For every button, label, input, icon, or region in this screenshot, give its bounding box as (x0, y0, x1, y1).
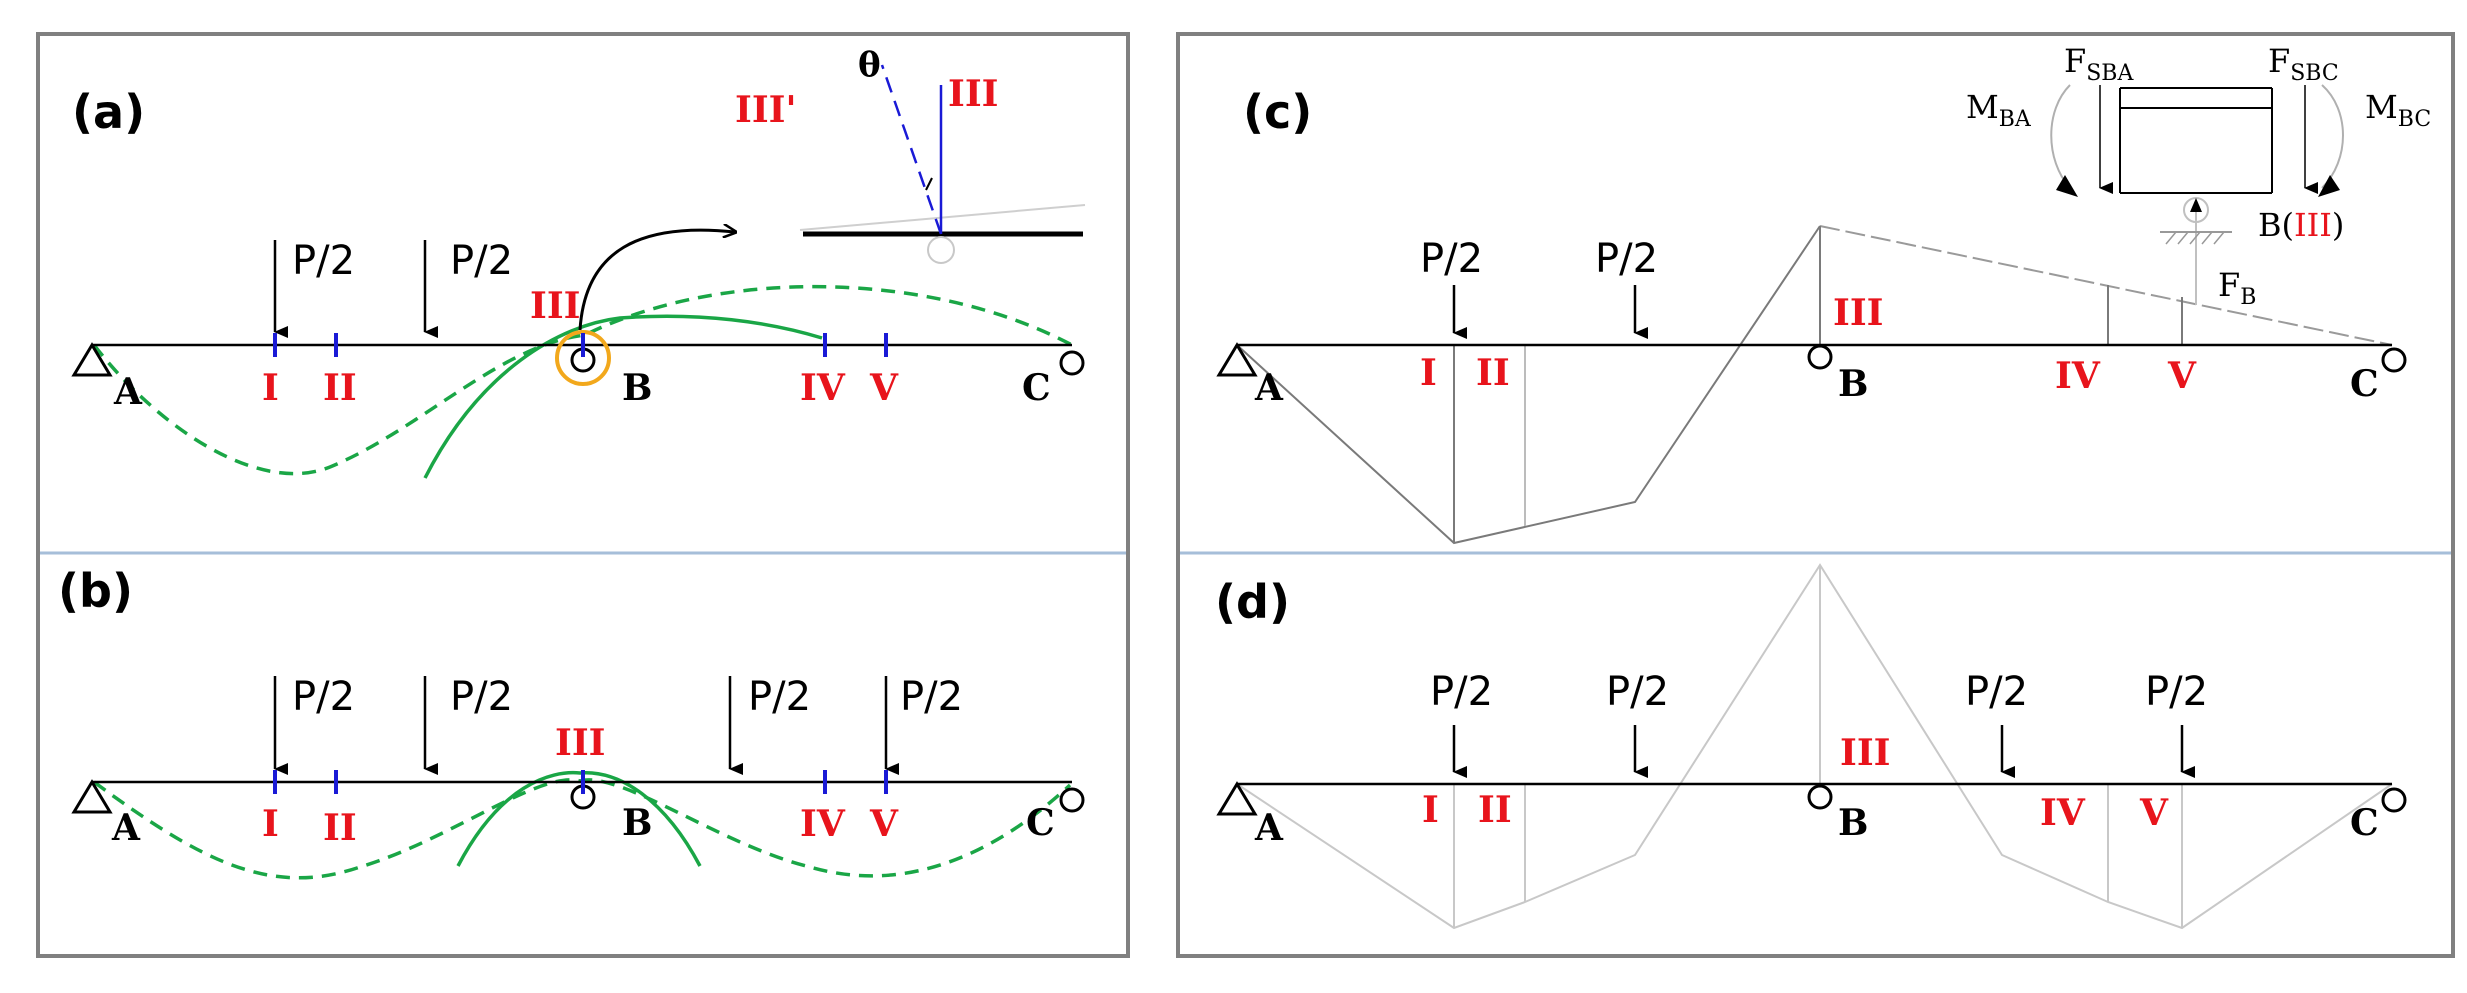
section-label-ii: II (1476, 352, 1510, 394)
section-label-iii: III (1840, 732, 1891, 774)
moment-arc-bc (2321, 84, 2344, 189)
load-label: P/2 (450, 238, 513, 284)
panel-a: (a) A B C P/2 P/2 I II III IV V (71, 45, 1086, 479)
section-label-iii: III (530, 285, 581, 327)
moment-bc-label: MBC (2365, 88, 2431, 132)
iii-prime-label: III' (735, 89, 797, 131)
reaction-label: FB (2218, 266, 2256, 310)
moment-diagram (1236, 563, 2393, 930)
support-label-a: A (1254, 367, 1284, 409)
panel-b-label: (b) (58, 564, 133, 618)
support-label-a: A (1254, 807, 1284, 849)
load-label: P/2 (1595, 236, 1658, 282)
iii-label-inset: III (948, 73, 999, 115)
section-label-iv: IV (800, 803, 846, 845)
section-label-ii: II (323, 367, 357, 409)
shear-bc-label: FSBC (2268, 42, 2339, 86)
load-label: P/2 (900, 674, 963, 720)
panel-c-label: (c) (1243, 85, 1312, 139)
load-label: P/2 (1965, 669, 2028, 715)
rotated-section (880, 64, 943, 235)
right-frame (1176, 32, 2455, 958)
load-label: P/2 (1606, 669, 1669, 715)
load-label: P/2 (1430, 669, 1493, 715)
support-label-a: A (111, 807, 141, 849)
section-label-iii: III (1833, 292, 1884, 334)
roller-support-b (1807, 784, 1833, 810)
left-frame (36, 32, 1130, 958)
roller-detail (927, 236, 955, 264)
support-label-a: A (113, 371, 143, 413)
highlight-circle (555, 330, 611, 386)
moment-arc-ba (2050, 84, 2071, 189)
tangent-arc (456, 770, 702, 867)
support-label-c: C (1022, 367, 1051, 409)
moment-ba-label: MBA (1966, 88, 2032, 132)
support-label-c: C (2350, 802, 2379, 844)
panel-a-label: (a) (72, 85, 145, 139)
section-label-v: V (869, 803, 899, 845)
moment-diagram (1236, 225, 1821, 545)
support-label-b: B (1838, 363, 1868, 405)
rotation-inset: θ III' III (735, 45, 1086, 264)
angle-mark (925, 177, 933, 191)
pin-support-a (71, 779, 113, 814)
panel-b: (b) A B C P/2 P/2 P/2 P/2 I II III IV V (58, 564, 1085, 880)
load-label: P/2 (748, 674, 811, 720)
support-b-section-label: B(III) (2258, 206, 2344, 244)
zoom-arrow (578, 230, 735, 331)
support-label-b: B (1838, 802, 1868, 844)
section-label-ii: II (323, 807, 357, 849)
free-body-inset: MBA FSBA FSBC MBC FB B(III) (1966, 42, 2431, 310)
pin-support-a (1216, 342, 1258, 377)
section-label-v: V (2139, 792, 2169, 834)
section-label-i: I (262, 367, 279, 409)
load-label: P/2 (292, 674, 355, 720)
support-label-c: C (1026, 802, 1055, 844)
reaction-arrowhead (2190, 198, 2202, 212)
section-label-i: I (1420, 352, 1437, 394)
panel-c: (c) A B C P/2 P/2 I II III IV V (1216, 42, 2431, 545)
deflection-curve (92, 284, 1073, 476)
support-label-b: B (622, 802, 652, 844)
theta-label: θ (858, 45, 881, 85)
moment-arrowhead-bc (2318, 175, 2340, 197)
roller-support-c (1059, 350, 1085, 376)
pin-support-a (71, 342, 113, 377)
section-label-iv: IV (2040, 792, 2086, 834)
rotated-tangent (799, 204, 1086, 231)
load-label: P/2 (2145, 669, 2208, 715)
moment-arrowhead-ba (2056, 175, 2078, 197)
section-label-iv: IV (800, 367, 846, 409)
tangent-arc (423, 314, 823, 479)
section-label-iv: IV (2055, 355, 2101, 397)
section-label-i: I (262, 803, 279, 845)
moment-diagram (1819, 225, 2393, 346)
section-label-v: V (2167, 355, 2197, 397)
deflection-curve (92, 778, 1072, 880)
load-label: P/2 (1420, 236, 1483, 282)
roller-support-b (1807, 344, 1833, 370)
panel-d: (d) A B C P/2 P/2 P/2 P/2 I II III IV V (1215, 563, 2407, 930)
section-label-iii: III (555, 722, 606, 764)
section-label-i: I (1422, 789, 1439, 831)
support-label-c: C (2350, 363, 2379, 405)
section-label-v: V (869, 367, 899, 409)
support-label-b: B (622, 367, 652, 409)
panel-d-label: (d) (1215, 575, 1290, 629)
load-label: P/2 (450, 674, 513, 720)
pin-support-a (1216, 781, 1258, 816)
ground-hatch (2165, 231, 2225, 245)
roller-support-c (2381, 347, 2407, 373)
roller-support-c (1059, 787, 1085, 813)
shear-ba-label: FSBA (2064, 42, 2134, 86)
roller-support-c (2381, 787, 2407, 813)
load-label: P/2 (292, 238, 355, 284)
section-label-ii: II (1478, 789, 1512, 831)
